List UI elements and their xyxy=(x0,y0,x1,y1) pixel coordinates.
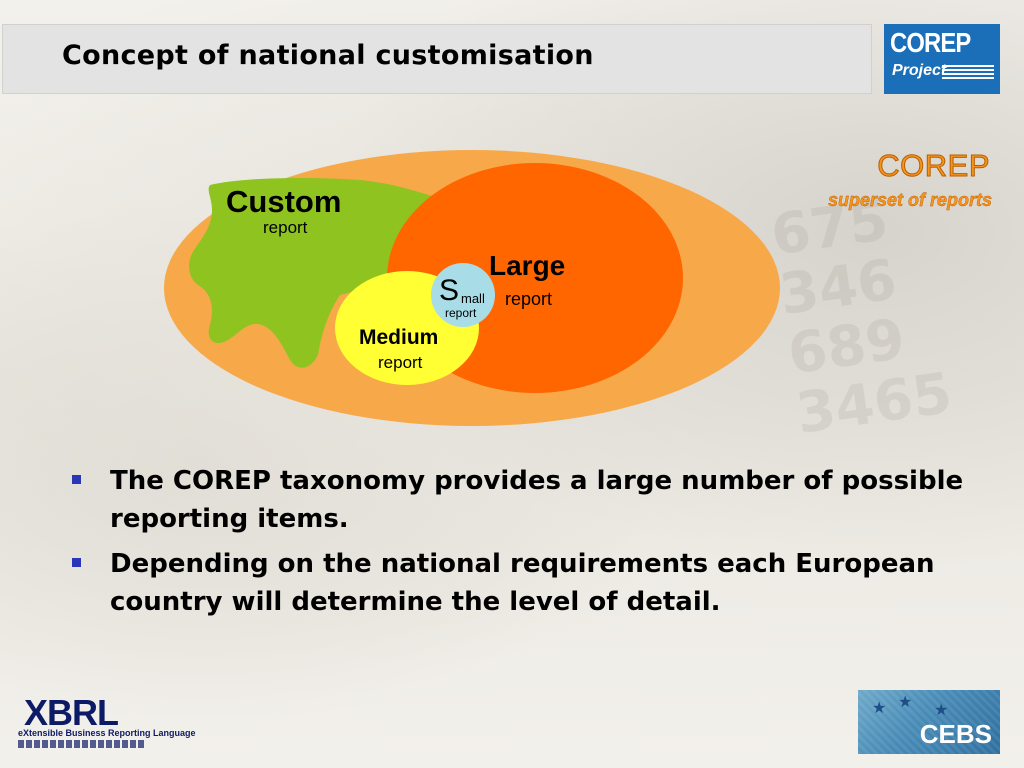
star-icon: ★ xyxy=(898,692,913,711)
slide-title: Concept of national customisation xyxy=(62,40,594,71)
bullet-item: Depending on the national requirements e… xyxy=(72,545,972,621)
corep-project-logo: COREP Project xyxy=(884,24,1000,94)
corep-superset-title: COREP xyxy=(877,148,990,184)
cebs-logo-text: CEBS xyxy=(919,719,992,749)
medium-report-title: Medium xyxy=(359,326,439,349)
xbrl-logo-lines xyxy=(18,740,146,748)
corep-logo-text: COREP xyxy=(890,27,971,58)
cebs-logo-texture xyxy=(858,690,1000,754)
large-report-sub: report xyxy=(505,289,553,309)
xbrl-logo: XBRL eXtensible Business Reporting Langu… xyxy=(18,690,196,752)
corep-logo-subtext: Project xyxy=(892,62,947,79)
star-icon: ★ xyxy=(934,700,949,719)
small-report-rest: mall xyxy=(461,291,485,306)
bullet-text: The COREP taxonomy provides a large numb… xyxy=(110,466,964,534)
large-report-title: Large xyxy=(489,250,566,281)
square-bullet-icon xyxy=(72,475,81,484)
star-icon: ★ xyxy=(872,698,887,717)
square-bullet-icon xyxy=(72,558,81,567)
xbrl-logo-text: XBRL xyxy=(24,692,119,733)
small-report-initial: S xyxy=(439,274,460,307)
xbrl-logo-subtext: eXtensible Business Reporting Language xyxy=(18,728,196,738)
cebs-logo: ★ ★ ★ CEBS xyxy=(858,690,1000,754)
small-report-circle xyxy=(431,263,495,327)
custom-report-shape xyxy=(189,177,470,368)
custom-report-title: Custom xyxy=(226,184,342,219)
bullet-item: The COREP taxonomy provides a large numb… xyxy=(72,462,972,538)
bullet-list: The COREP taxonomy provides a large numb… xyxy=(72,462,972,628)
corep-superset-subtitle: superset of reports xyxy=(827,190,992,210)
corep-logo-lines xyxy=(942,65,994,79)
custom-report-sub: report xyxy=(263,218,308,237)
bullet-text: Depending on the national requirements e… xyxy=(110,549,935,617)
small-report-sub: report xyxy=(445,306,477,320)
medium-report-sub: report xyxy=(378,353,423,372)
title-bar xyxy=(2,24,872,94)
